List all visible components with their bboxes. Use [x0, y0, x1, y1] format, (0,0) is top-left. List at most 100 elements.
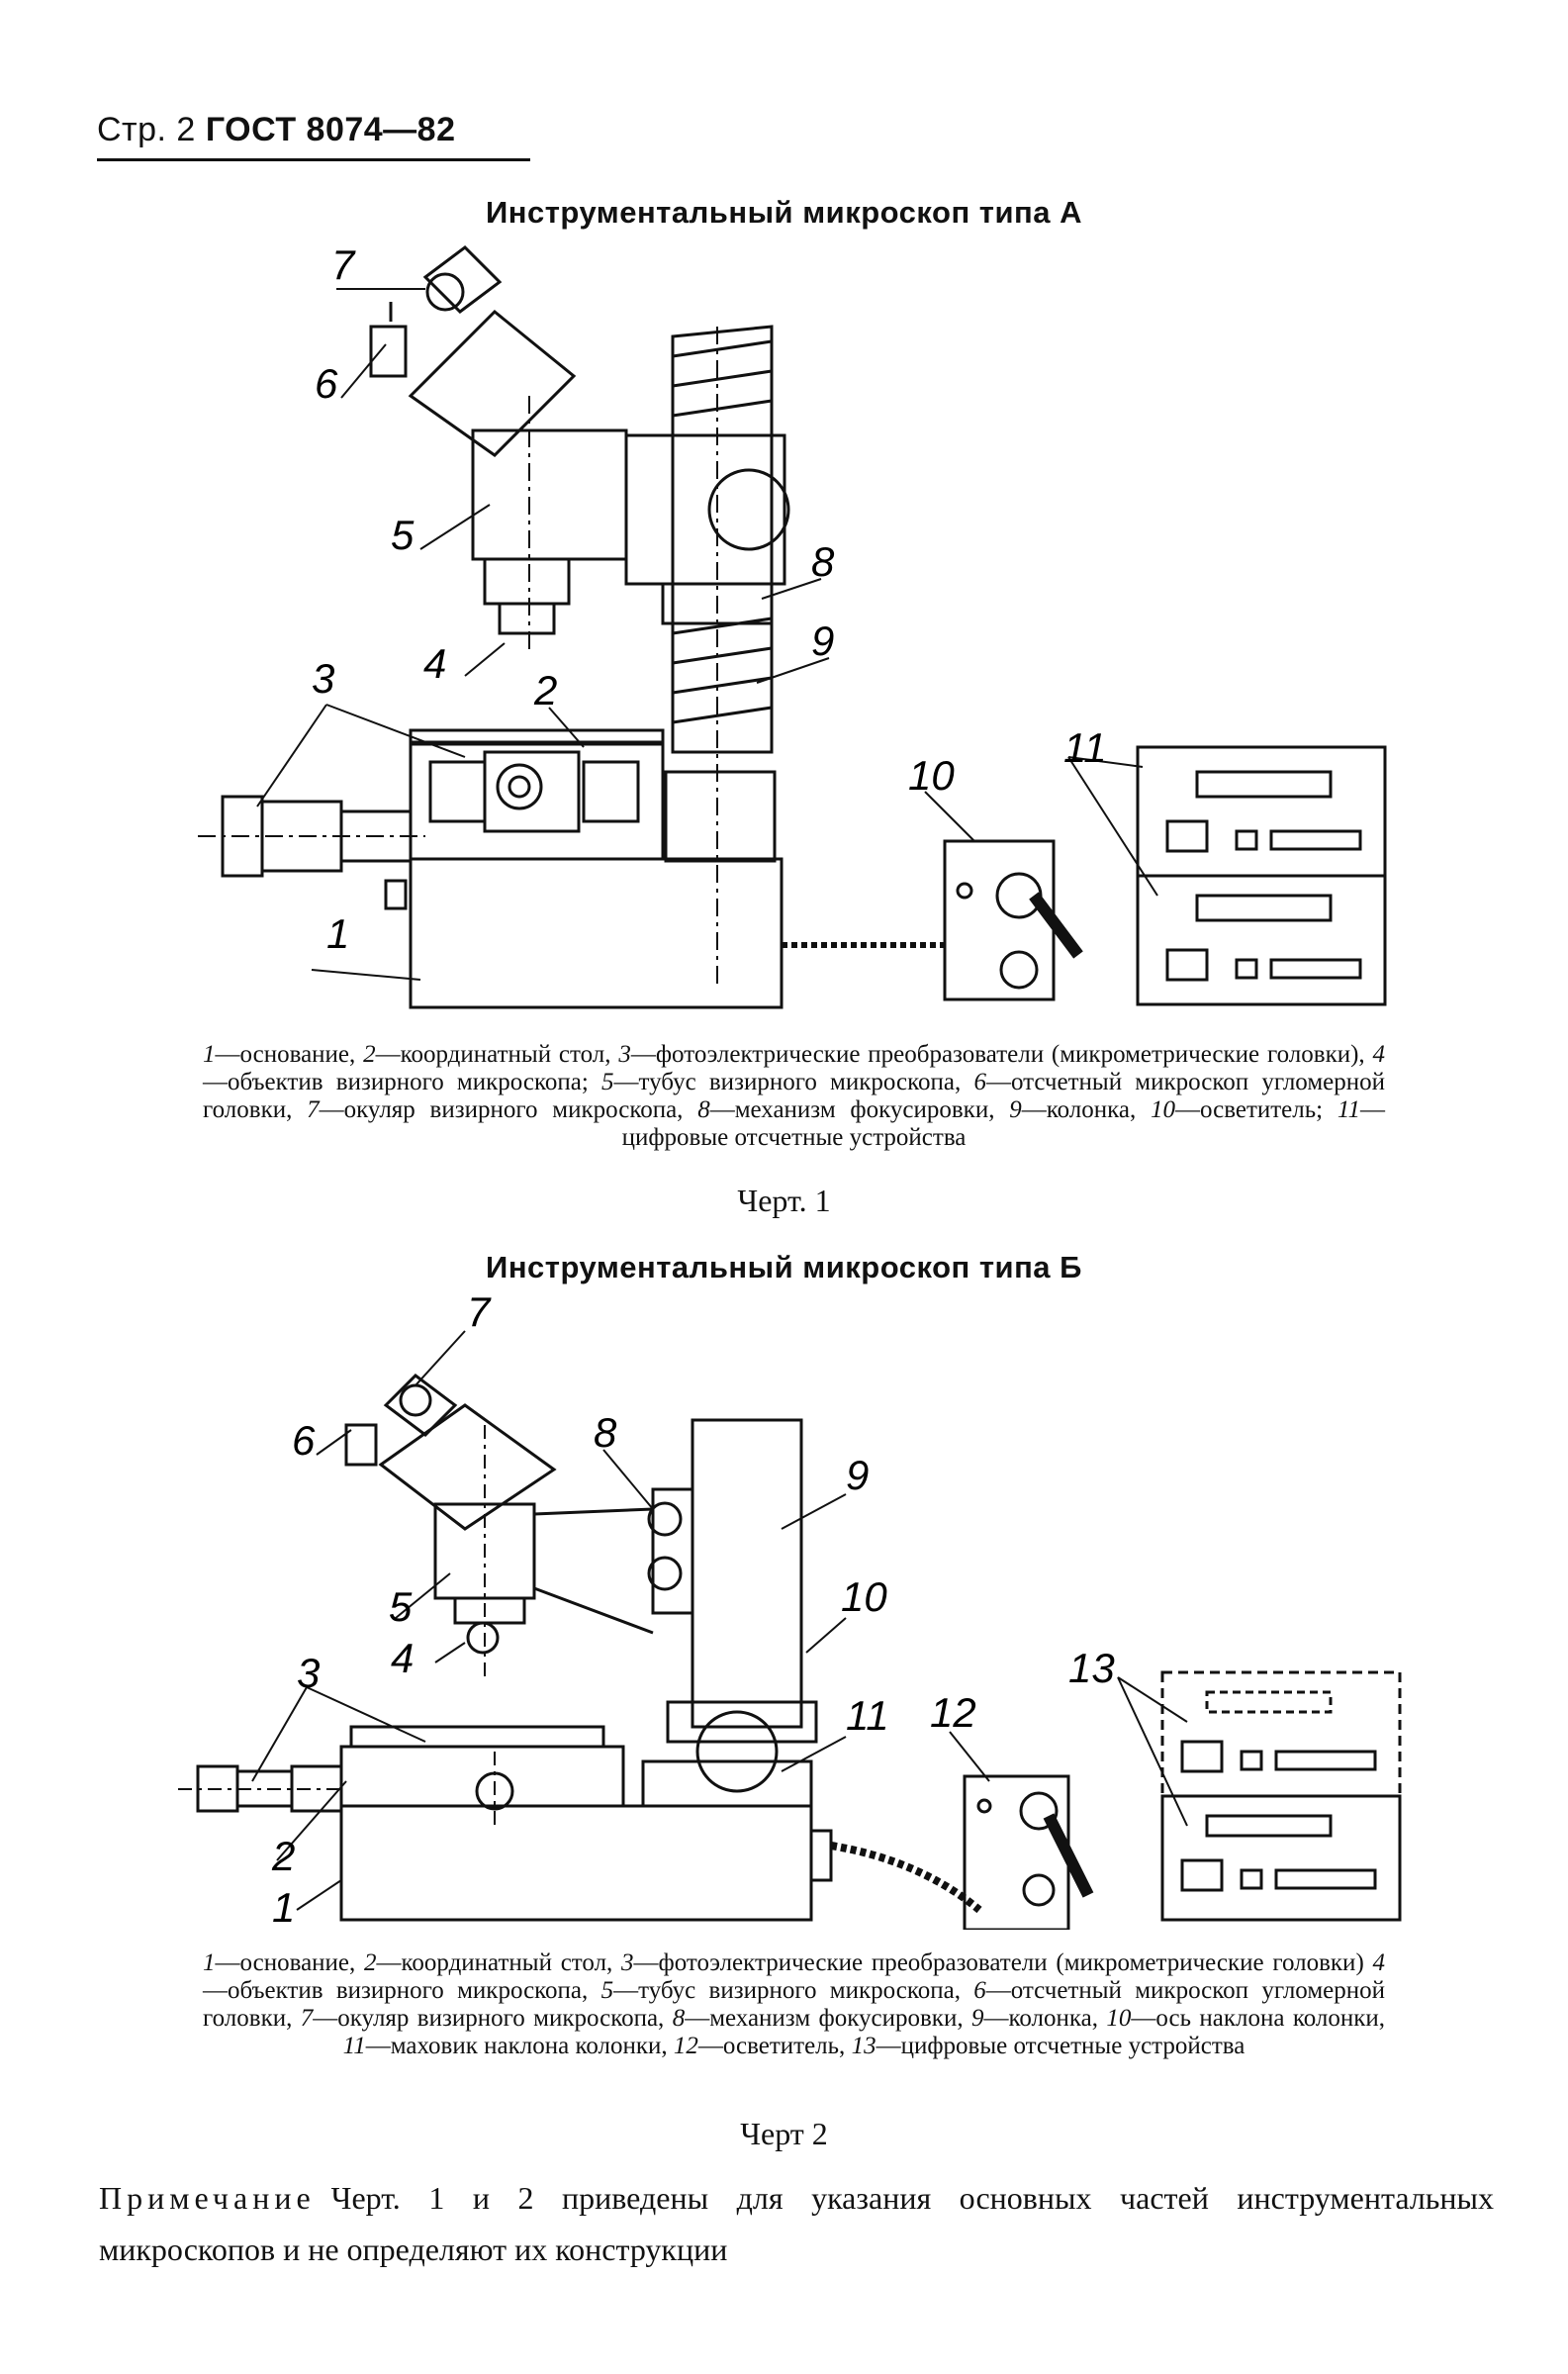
- figure1-caption: 1—основание, 2—координатный стол, 3—фото…: [203, 1041, 1385, 1152]
- figure2-title: Инструментальный микроскоп типа Б: [486, 1250, 1082, 1284]
- fig1-eyepiece: [369, 245, 577, 457]
- caption-number: 11: [1337, 1096, 1361, 1123]
- caption-text: —цифровые отсчетные устройства: [621, 1096, 1386, 1151]
- caption-number: 2: [364, 1949, 377, 1976]
- fig2-label-10: 10: [841, 1573, 887, 1620]
- fig1-label-11: 11: [1063, 724, 1107, 771]
- caption-text: —колонка,: [1021, 1096, 1151, 1123]
- caption-text: —окуляр визирного микроскопа,: [319, 1096, 698, 1123]
- fig2-column: [641, 1418, 833, 1882]
- caption-number: 3: [621, 1949, 634, 1976]
- caption-text: —фотоэлектрические преобразователи (микр…: [633, 1949, 1373, 1976]
- fig2-label-9: 9: [846, 1452, 869, 1498]
- fig1-arm: [471, 396, 790, 653]
- figure1-title: Инструментальный микроскоп типа А: [485, 195, 1083, 230]
- fig2-label-8: 8: [594, 1409, 617, 1456]
- figure1-labels: 7 6 5 4 3 2 8 9 10 11 1: [312, 241, 1107, 957]
- fig1-label-2: 2: [533, 667, 557, 713]
- fig2-label-1: 1: [272, 1884, 295, 1930]
- note-text: Черт. 1 и 2 приведены для указания основ…: [99, 2180, 1494, 2267]
- caption-text: —тубус визирного микроскопа,: [613, 1069, 974, 1095]
- fig1-label-1: 1: [326, 910, 349, 957]
- fig1-table: [409, 728, 665, 861]
- caption-text: —отсчетный микроскоп угломерной головки,: [203, 1069, 1386, 1123]
- figure2-drawing: 7 6 8 9 10 5 4 3 11 12 13 2 1: [0, 1286, 1568, 1930]
- fig1-readout: [1136, 745, 1387, 1006]
- fig1-label-6: 6: [315, 360, 338, 407]
- caption-text: —окуляр визирного микроскопа,: [313, 2005, 673, 2032]
- caption-number: 8: [697, 1096, 710, 1123]
- caption-text: —координатный стол,: [375, 1041, 619, 1068]
- caption-number: 13: [851, 2033, 876, 2059]
- fig2-eyepiece: [344, 1374, 557, 1531]
- caption-number: 10: [1150, 1096, 1175, 1123]
- caption-text: —маховик наклона колонки,: [365, 2033, 674, 2059]
- caption-number: 1: [203, 1041, 216, 1068]
- figure1-drawing: 7 6 5 4 3 2 8 9 10 11 1: [0, 228, 1568, 1019]
- note-lead: Примечание: [99, 2180, 316, 2216]
- caption-text: —осветитель,: [697, 2033, 852, 2059]
- caption-text: —тубус визирного микроскопа,: [613, 1977, 974, 2004]
- caption-number: 6: [973, 1069, 986, 1095]
- caption-number: 5: [600, 1977, 614, 2004]
- fig1-label-4: 4: [423, 640, 446, 687]
- fig2-label-2: 2: [271, 1833, 295, 1879]
- standard-code: ГОСТ 8074—82: [205, 111, 456, 148]
- header-rule: [97, 158, 530, 161]
- fig2-label-5: 5: [389, 1583, 413, 1630]
- figure2-chert: Черт 2: [740, 2116, 828, 2151]
- caption-number: 2: [363, 1041, 376, 1068]
- fig2-readout: [1160, 1670, 1402, 1922]
- caption-number: 12: [673, 2033, 698, 2059]
- fig1-label-9: 9: [811, 617, 834, 664]
- caption-text: —механизм фокусировки,: [709, 1096, 1010, 1123]
- caption-number: 1: [203, 1949, 216, 1976]
- fig1-illuminator: [782, 839, 1083, 1001]
- caption-text: —фотоэлектрические преобразователи (микр…: [630, 1041, 1373, 1068]
- fig1-micrometer-head: [198, 795, 425, 910]
- caption-number: 9: [1009, 1096, 1022, 1123]
- caption-text: —основание,: [215, 1949, 365, 1976]
- fig2-label-4: 4: [391, 1635, 414, 1681]
- fig2-micrometer-head: [178, 1764, 346, 1813]
- figure2-labels: 7 6 8 9 10 5 4 3 11 12 13 2 1: [271, 1288, 1115, 1930]
- fig2-label-12: 12: [930, 1689, 976, 1736]
- caption-text: —ось наклона колонки,: [1131, 2005, 1386, 2032]
- fig1-label-10: 10: [908, 752, 955, 799]
- caption-text: —основание,: [215, 1041, 364, 1068]
- caption-text: —координатный стол,: [376, 1949, 622, 1976]
- caption-number: 5: [601, 1069, 614, 1095]
- fig2-illuminator: [830, 1774, 1094, 1930]
- figure2-caption: 1—основание, 2—координатный стол, 3—фото…: [203, 1949, 1385, 2060]
- fig2-label-6: 6: [292, 1417, 316, 1464]
- fig2-label-13: 13: [1068, 1645, 1115, 1691]
- caption-number: 4: [1372, 1949, 1386, 1976]
- caption-number: 6: [973, 1977, 986, 2004]
- caption-number: 4: [1372, 1041, 1386, 1068]
- fig1-label-3: 3: [312, 655, 334, 702]
- fig1-label-8: 8: [811, 538, 835, 585]
- caption-number: 9: [970, 2005, 984, 2032]
- caption-text: —объектив визирного микроскопа;: [203, 1069, 602, 1095]
- figure1-chert: Черт. 1: [737, 1183, 831, 1218]
- caption-number: 3: [618, 1041, 631, 1068]
- page-number: Стр. 2: [97, 111, 196, 148]
- caption-number: 8: [672, 2005, 686, 2032]
- fig2-label-7: 7: [467, 1288, 492, 1335]
- fig2-label-11: 11: [846, 1692, 889, 1739]
- caption-number: 11: [342, 2033, 366, 2059]
- caption-text: —цифровые отсчетные устройства: [876, 2033, 1245, 2059]
- caption-text: —механизм фокусировки,: [685, 2005, 971, 2032]
- caption-text: —объектив визирного микроскопа,: [203, 1977, 601, 2004]
- fig1-label-5: 5: [391, 512, 415, 558]
- caption-number: 7: [300, 2005, 314, 2032]
- fig2-arm: [433, 1425, 654, 1682]
- caption-text: —отсчетный микроскоп угломерной головки,: [203, 1977, 1386, 2032]
- fig1-column: [664, 325, 777, 990]
- fig1-label-7: 7: [331, 241, 356, 288]
- caption-number: 10: [1106, 2005, 1132, 2032]
- caption-text: —колонка,: [983, 2005, 1107, 2032]
- caption-text: —осветитель;: [1174, 1096, 1337, 1123]
